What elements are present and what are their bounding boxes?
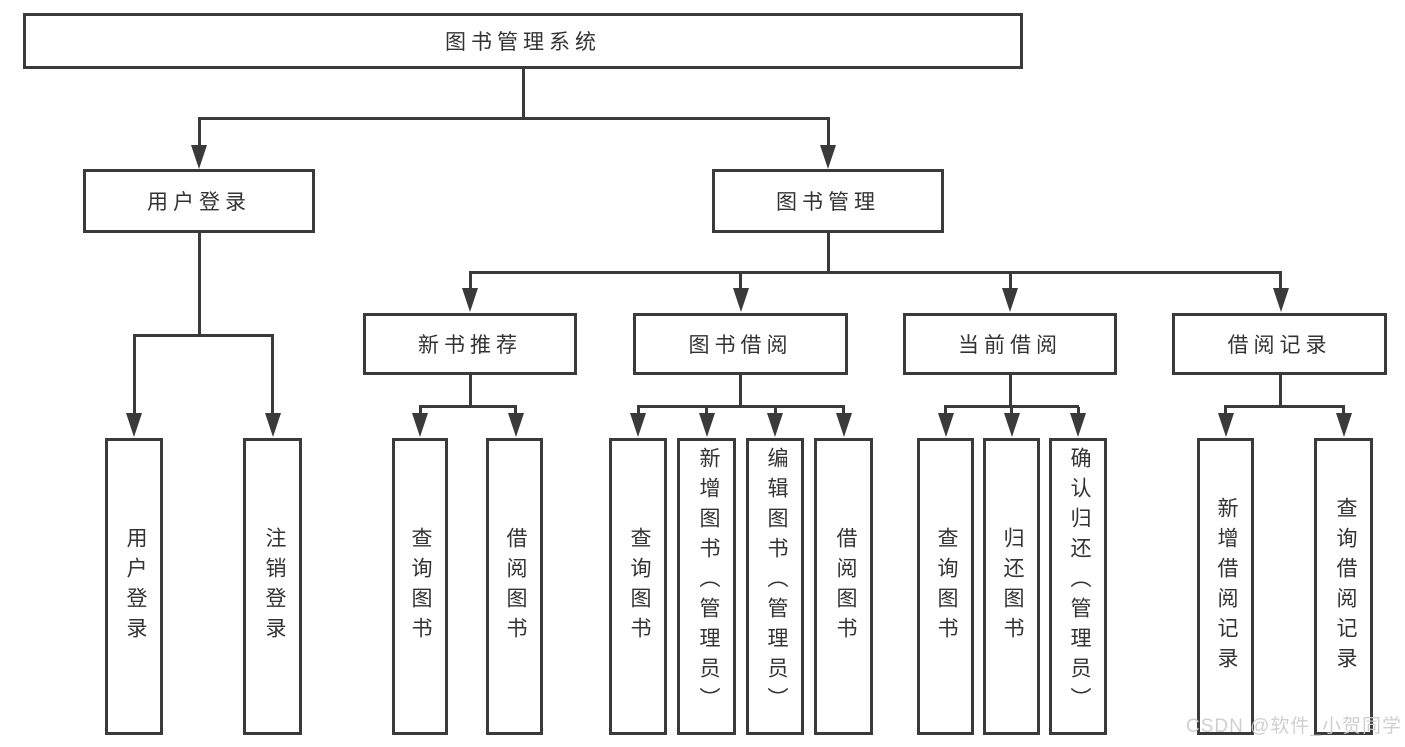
- connector-line: [197, 117, 830, 120]
- leaf-records-add-borrow-record: 新增借阅记录: [1197, 438, 1254, 735]
- watermark: CSDN @软件_小贺同学: [1186, 716, 1402, 737]
- leaf-current-confirm-return-admin: 确认归还（管理员）: [1049, 438, 1107, 735]
- leaf-logout: 注销登录: [243, 438, 302, 735]
- leaf-user-login: 用户登录: [105, 438, 163, 735]
- connector-line: [468, 273, 472, 290]
- arrow-down-icon: [767, 413, 783, 437]
- arrow-down-icon: [820, 145, 836, 169]
- arrow-down-icon: [1003, 413, 1020, 437]
- connector-line: [1278, 375, 1282, 408]
- connector-line: [738, 375, 742, 408]
- connector-line: [468, 375, 472, 408]
- arrow-down-icon: [1070, 413, 1086, 437]
- connector-line: [1224, 405, 1345, 408]
- arrow-down-icon: [191, 145, 207, 169]
- connector-line: [418, 405, 517, 408]
- connector-line: [1008, 375, 1012, 408]
- connector-line: [636, 405, 845, 408]
- connector-line: [826, 233, 830, 274]
- arrow-down-icon: [937, 413, 954, 437]
- connector-line: [521, 69, 525, 119]
- leaf-recommend-query-book: 查询图书: [392, 438, 448, 735]
- leaf-current-return-book: 归还图书: [983, 438, 1040, 735]
- connector-line: [636, 407, 640, 415]
- arrow-down-icon: [264, 413, 281, 437]
- connector-line: [1076, 407, 1080, 415]
- arrow-down-icon: [507, 413, 524, 437]
- connector-line: [1224, 407, 1227, 415]
- connector-line: [739, 273, 742, 290]
- leaf-records-query-borrow-record: 查询借阅记录: [1314, 438, 1373, 735]
- leaf-borrow-borrow-book: 借阅图书: [814, 438, 873, 735]
- connector-line: [944, 407, 947, 415]
- arrow-down-icon: [1217, 413, 1234, 437]
- arrow-down-icon: [126, 413, 142, 437]
- arrow-down-icon: [835, 413, 852, 437]
- node-book-borrow: 图书借阅: [633, 313, 848, 375]
- connector-line: [1342, 407, 1345, 415]
- connector-line: [468, 271, 1282, 274]
- leaf-current-query-book: 查询图书: [917, 438, 974, 735]
- connector-line: [1010, 407, 1013, 415]
- node-new-book-recommend: 新书推荐: [363, 313, 577, 375]
- connector-line: [842, 407, 845, 415]
- node-book-management: 图书管理: [712, 169, 944, 233]
- node-borrow-records: 借阅记录: [1172, 313, 1387, 375]
- arrow-down-icon: [732, 288, 749, 312]
- connector-line: [1278, 273, 1282, 290]
- leaf-borrow-add-book-admin: 新增图书（管理员）: [677, 438, 736, 735]
- connector-line: [132, 334, 274, 337]
- arrow-down-icon: [698, 413, 715, 437]
- arrow-down-icon: [1272, 288, 1289, 312]
- arrow-down-icon: [412, 413, 428, 437]
- connector-line: [826, 119, 830, 147]
- arrow-down-icon: [630, 413, 646, 437]
- arrow-down-icon: [1335, 413, 1352, 437]
- node-root: 图书管理系统: [23, 13, 1023, 69]
- connector-line: [773, 407, 777, 415]
- node-user-login: 用户登录: [83, 169, 315, 233]
- leaf-recommend-borrow-book: 借阅图书: [486, 438, 543, 735]
- leaf-borrow-edit-book-admin: 编辑图书（管理员）: [746, 438, 804, 735]
- connector-line: [514, 407, 517, 415]
- arrow-down-icon: [1002, 288, 1018, 312]
- connector-line: [418, 407, 422, 415]
- connector-line: [705, 407, 708, 415]
- node-current-borrow: 当前借阅: [903, 313, 1117, 375]
- connector-line: [271, 336, 274, 415]
- connector-line: [132, 336, 136, 415]
- connector-line: [1008, 273, 1012, 290]
- connector-line: [197, 119, 201, 147]
- connector-line: [197, 233, 201, 337]
- leaf-borrow-query-book: 查询图书: [609, 438, 667, 735]
- arrow-down-icon: [462, 288, 478, 312]
- connector-line: [944, 405, 1079, 408]
